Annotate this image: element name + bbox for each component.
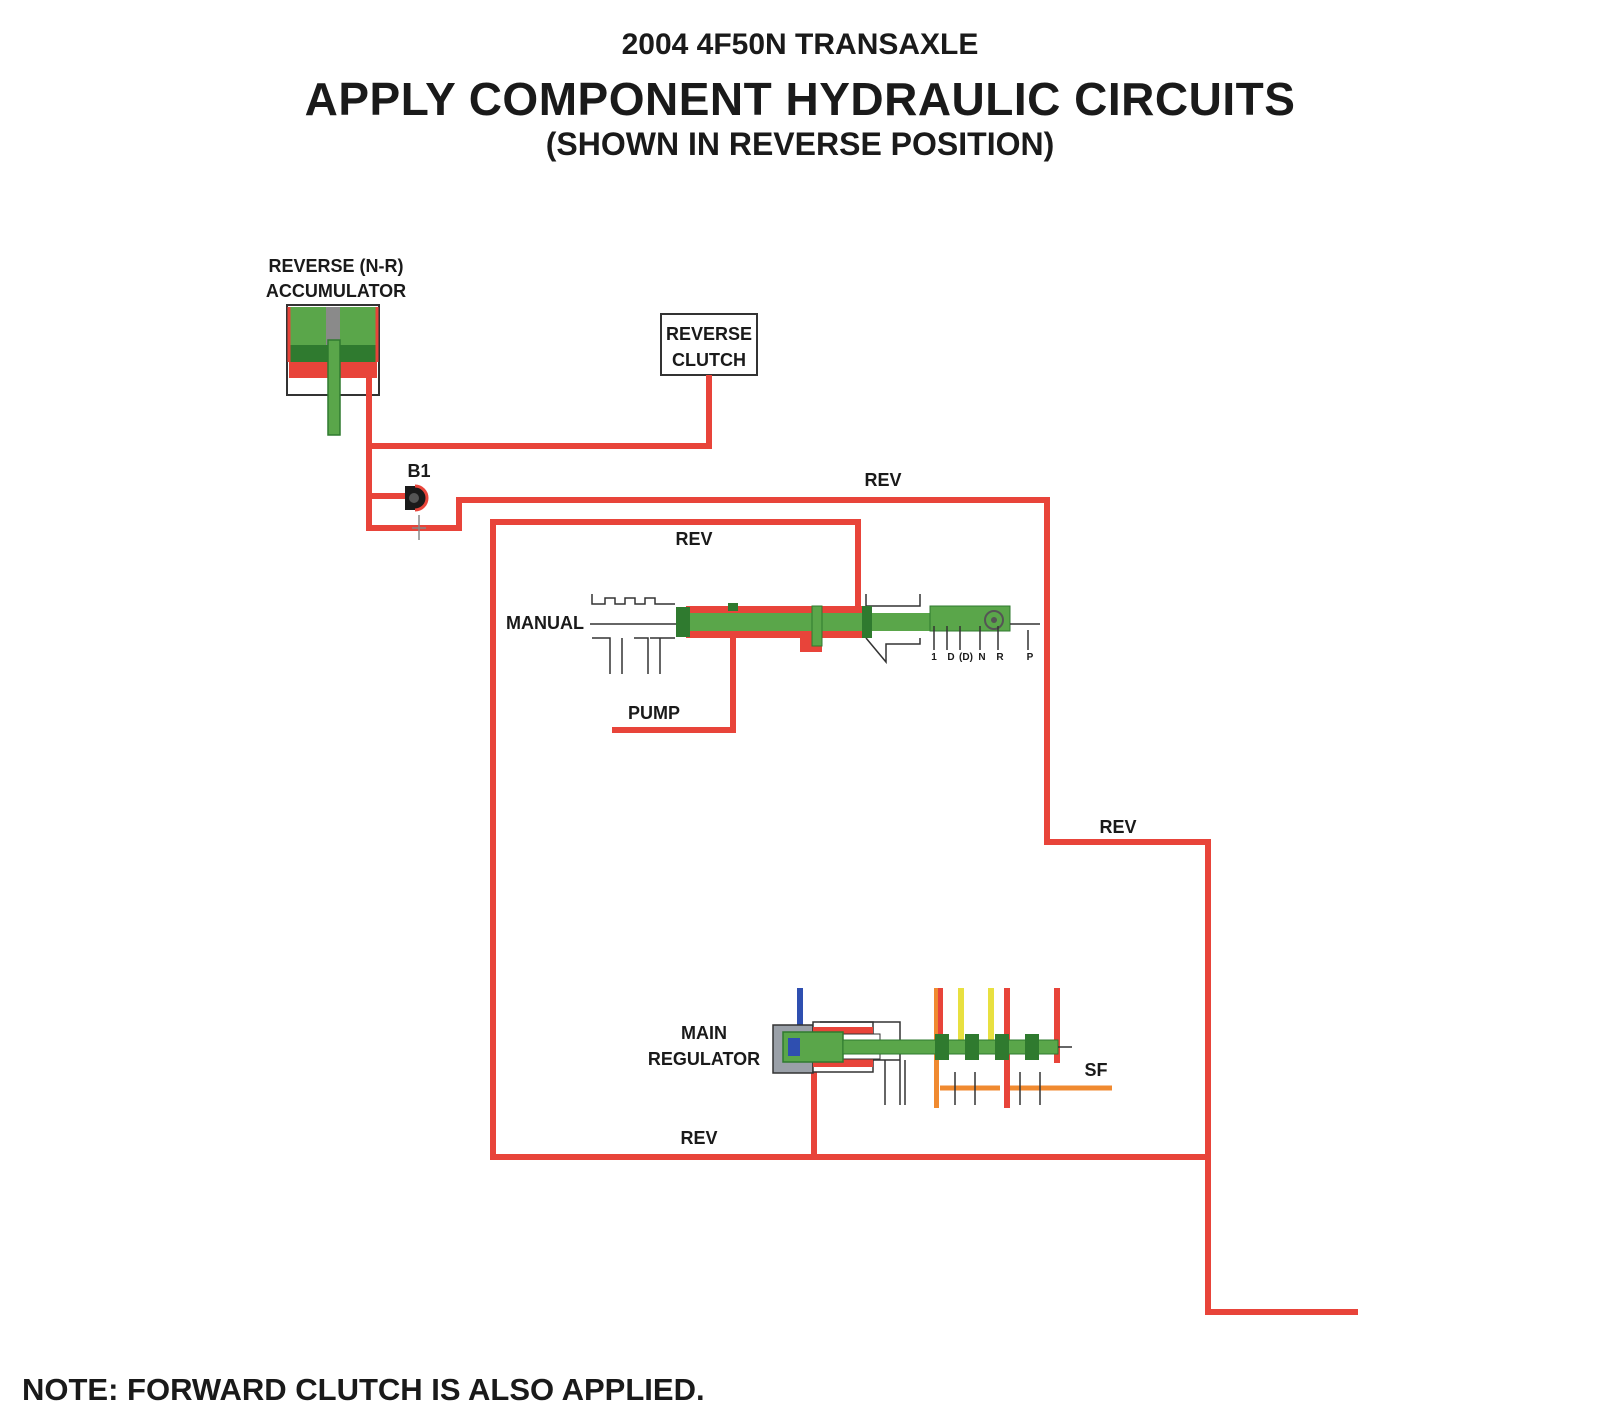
sf-label: SF bbox=[1084, 1060, 1107, 1080]
footnote: NOTE: FORWARD CLUTCH IS ALSO APPLIED. bbox=[22, 1372, 705, 1407]
rev-label-inner: REV bbox=[675, 529, 712, 549]
manual-position-d: D bbox=[947, 652, 954, 663]
main-regulator-label-line1: MAIN bbox=[681, 1023, 727, 1043]
manual-valve bbox=[590, 594, 1040, 674]
manual-label: MANUAL bbox=[506, 613, 584, 633]
rev-label-right: REV bbox=[1099, 817, 1136, 837]
b1-check-ball bbox=[405, 484, 429, 540]
accumulator-label-line1: REVERSE (N-R) bbox=[268, 256, 403, 276]
manual-position-1: 1 bbox=[931, 652, 937, 663]
reverse-accumulator bbox=[286, 304, 380, 436]
manual-position-p: P bbox=[1027, 652, 1034, 663]
title-subtitle: (SHOWN IN REVERSE POSITION) bbox=[545, 126, 1055, 162]
reverse-clutch-label-line1: REVERSE bbox=[666, 324, 752, 344]
rev-label-bottom: REV bbox=[680, 1128, 717, 1148]
manual-position-dd: (D) bbox=[959, 652, 973, 663]
main-regulator-label-line2: REGULATOR bbox=[648, 1049, 760, 1069]
b1-label: B1 bbox=[407, 461, 430, 481]
title-model: 2004 4F50N TRANSAXLE bbox=[621, 28, 979, 61]
accumulator-label-line2: ACCUMULATOR bbox=[266, 281, 406, 301]
reverse-clutch-box bbox=[660, 313, 758, 376]
main-regulator-valve bbox=[772, 988, 1112, 1108]
rev-label-top: REV bbox=[864, 470, 901, 490]
reverse-clutch-label-line2: CLUTCH bbox=[672, 350, 746, 370]
rev-circuit-lines bbox=[366, 375, 1358, 1315]
manual-position-r: R bbox=[996, 652, 1004, 663]
manual-position-n: N bbox=[978, 652, 985, 663]
pump-label: PUMP bbox=[628, 703, 680, 723]
title-main: APPLY COMPONENT HYDRAULIC CIRCUITS bbox=[304, 73, 1296, 125]
